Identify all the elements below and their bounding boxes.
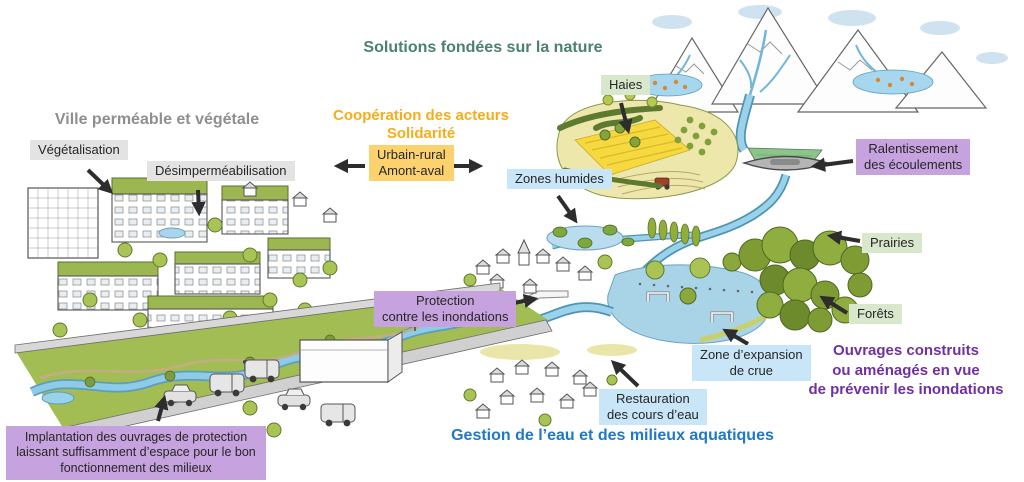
- restauration-arrow: [610, 360, 640, 388]
- wetland-illustration: [546, 217, 701, 251]
- label-zone-expansion: Zone d’expansion de crue: [692, 345, 811, 381]
- title-ville-permeable: Ville perméable et végétale: [54, 111, 260, 128]
- label-protection: Protection contre les inondations: [374, 291, 517, 327]
- label-vegetalisation: Végétalisation: [30, 140, 128, 160]
- title-cooperation-solidarite: Coopération des acteurs Solidarité: [333, 107, 509, 142]
- title-solutions-nature: Solutions fondées sur la nature: [363, 39, 603, 56]
- prairies-arrow: [826, 230, 861, 245]
- ralentissement-arrow: [810, 157, 854, 172]
- label-desimpermeabilisation: Désimperméabilisation: [147, 161, 295, 181]
- haies-arrow: [618, 102, 633, 135]
- title-ouvrages-construits: Ouvrages construits ou aménagés en vue d…: [808, 342, 1004, 398]
- parking-warehouse-illustration: [163, 331, 403, 438]
- desimpermeabilisation-arrow: [191, 189, 206, 217]
- label-restauration: Restauration des cours d’eau: [599, 389, 707, 425]
- label-prairies: Prairies: [862, 233, 923, 253]
- title-gestion-eau: Gestion de l’eau et des milieux aquatiqu…: [451, 427, 774, 444]
- label-urbain-rural: Urbain-rural Amont-aval: [369, 145, 454, 181]
- label-zones-humides: Zones humides: [507, 169, 612, 189]
- zones-humides-arrow: [556, 194, 578, 224]
- label-implantation: Implantation des ouvrages de protection …: [6, 426, 266, 480]
- label-ralentissement: Ralentissement des écoulements: [856, 139, 971, 175]
- label-forets: Forêts: [849, 304, 902, 324]
- forets-arrow: [819, 295, 849, 315]
- river-and-dam-illustration: [639, 93, 831, 277]
- goalpost-illustration: [646, 291, 734, 322]
- zone-expansion-arrow: [722, 328, 750, 346]
- annotation-arrows: [86, 102, 861, 422]
- implantation-arrow: [154, 394, 169, 422]
- mountains-illustration: [633, 5, 1008, 113]
- vegetalisation-arrow: [86, 168, 114, 194]
- label-haies: Haies: [601, 75, 651, 95]
- forest-illustration: [738, 226, 873, 333]
